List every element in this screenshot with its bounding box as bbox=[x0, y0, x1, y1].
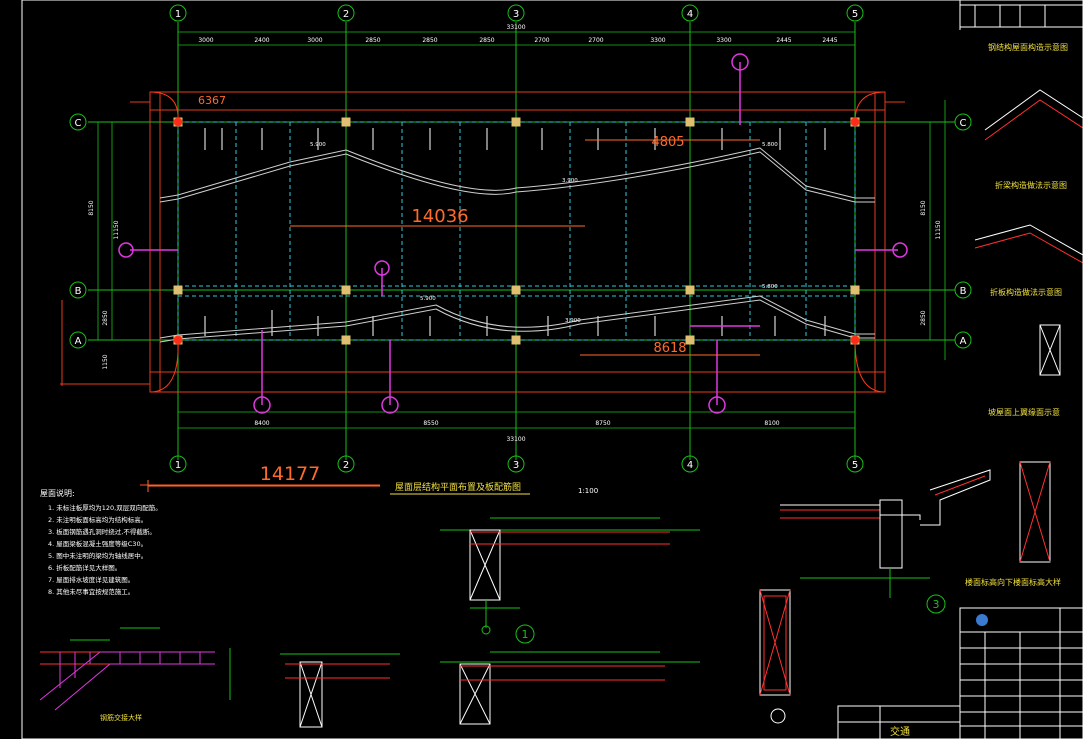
overall-width-left: 11150 bbox=[113, 220, 120, 239]
grid-col-label-5b: 5 bbox=[852, 460, 858, 471]
grid-col-label-2: 2 bbox=[343, 9, 349, 20]
overall-length-top: 33100 bbox=[506, 24, 525, 31]
notes-item-4: 4. 屋面梁板混凝土强度等级C30。 bbox=[48, 539, 147, 548]
section-detail-3 bbox=[780, 469, 991, 614]
elev-6: 3.900 bbox=[565, 318, 581, 324]
measure-left: 14177 bbox=[260, 463, 320, 485]
notes-heading: 屋面说明: bbox=[40, 488, 75, 498]
title-block bbox=[837, 607, 1083, 739]
dim-top-2: 2400 bbox=[254, 37, 269, 44]
section-ref-1: 1 bbox=[522, 628, 529, 641]
dim-top-5: 2850 bbox=[422, 37, 437, 44]
drawing-title-group: 屋面层结构平面布置及板配筋图 1:100 bbox=[390, 481, 598, 495]
dim-top-1: 3000 bbox=[198, 37, 213, 44]
grid-row-label-b-right: B bbox=[960, 286, 967, 297]
grid-col-label-4: 4 bbox=[687, 9, 693, 20]
overall-length-bottom: 33100 bbox=[506, 436, 525, 443]
dim-top-3: 3000 bbox=[307, 37, 322, 44]
dim-top-9: 3300 bbox=[650, 37, 665, 44]
dim-top-10: 3300 bbox=[716, 37, 731, 44]
notes-block: 屋面说明: 1. 未标注板厚均为120,双层双向配筋。 2. 未注明板面标高均为… bbox=[40, 488, 162, 596]
notes-item-3: 3. 板面钢筋遇孔洞时绕过,不得截断。 bbox=[48, 527, 156, 536]
beam-outlines bbox=[60, 91, 905, 486]
notes-item-7: 7. 屋面排水坡度详见建筑图。 bbox=[48, 575, 134, 584]
elev-5: 3.900 bbox=[562, 178, 578, 184]
section-detail-left-small bbox=[280, 653, 400, 728]
grid-col-label-1: 1 bbox=[175, 9, 181, 20]
right-title-3: 折板构造做法示意图 bbox=[990, 287, 1062, 297]
dim-top-4: 2850 bbox=[365, 37, 380, 44]
right-title-5: 楼面标高向下楼面标高大样 bbox=[965, 577, 1061, 587]
notes-item-6: 6. 折板配筋详见大样图。 bbox=[48, 563, 121, 572]
elev-2: 5.800 bbox=[762, 142, 778, 148]
dimension-text: 33100 3000 2400 3000 2850 2850 2850 2700… bbox=[88, 24, 942, 443]
grid-col-label-5: 5 bbox=[852, 9, 858, 20]
measure-long: 14036 bbox=[411, 206, 468, 227]
dim-top-12: 2445 bbox=[822, 37, 837, 44]
grid-row-label-c-right: C bbox=[960, 118, 967, 129]
grid-row-label-c: C bbox=[75, 118, 82, 129]
dimension-lines bbox=[97, 31, 946, 429]
company-logo-icon bbox=[976, 614, 988, 626]
grid-bubbles-top bbox=[69, 4, 972, 473]
dim-right-2: 2850 bbox=[920, 310, 927, 325]
dim-bottom-3: 8750 bbox=[595, 420, 610, 427]
dim-bottom-4: 8100 bbox=[764, 420, 779, 427]
drawing-title: 屋面层结构平面布置及板配筋图 bbox=[395, 481, 521, 493]
grid-col-label-4b: 4 bbox=[687, 460, 693, 471]
notes-item-1: 1. 未标注板厚均为120,双层双向配筋。 bbox=[48, 503, 162, 512]
dim-top-8: 2700 bbox=[588, 37, 603, 44]
section-detail-2 bbox=[440, 651, 700, 725]
section-ref-3: 3 bbox=[933, 598, 940, 611]
drawing-scale: 1:100 bbox=[578, 487, 598, 495]
notes-item-8: 8. 其他未尽事宜按规范施工。 bbox=[48, 587, 134, 596]
grid-lines bbox=[88, 22, 955, 460]
right-panel-details bbox=[959, 0, 1083, 563]
grid-bubble-labels: 1 2 3 4 5 1 2 3 4 5 C B A C B A bbox=[75, 9, 967, 471]
dim-left-3: 1150 bbox=[102, 354, 109, 369]
measure-small-a: 6367 bbox=[198, 94, 226, 107]
elev-3: 5.900 bbox=[420, 296, 436, 302]
roof-slab-curves bbox=[159, 147, 875, 343]
rebar-joint-title: 钢筋交接大样 bbox=[100, 713, 142, 722]
elev-1: 5.900 bbox=[310, 142, 326, 148]
grid-row-label-a-right: A bbox=[960, 336, 967, 347]
dim-left-1: 8150 bbox=[88, 200, 95, 215]
measure-small-b: 4805 bbox=[651, 135, 684, 150]
right-title-2: 折梁构造做法示意图 bbox=[995, 180, 1067, 190]
right-title-1: 钢结构屋面构造示意图 bbox=[988, 42, 1068, 52]
title-block-label: 交通 bbox=[890, 725, 910, 738]
drawing-frame bbox=[21, 0, 1083, 739]
dim-top-11: 2445 bbox=[776, 37, 791, 44]
dim-bottom-2: 8550 bbox=[423, 420, 438, 427]
column-detail bbox=[759, 589, 791, 724]
corner-details bbox=[149, 91, 886, 393]
overall-width-right: 11150 bbox=[935, 220, 942, 239]
grid-col-label-3: 3 bbox=[513, 9, 519, 20]
notes-item-5: 5. 图中未注明的梁均为轴线居中。 bbox=[48, 551, 147, 560]
section-detail-1 bbox=[440, 517, 700, 644]
rebar-joint-detail bbox=[39, 627, 231, 711]
grid-col-label-1b: 1 bbox=[175, 460, 181, 471]
rebar-marks-top bbox=[204, 128, 826, 336]
notes-item-2: 2. 未注明板面标高均为结构标高。 bbox=[48, 515, 147, 524]
grid-row-label-b: B bbox=[75, 286, 82, 297]
grid-col-label-2b: 2 bbox=[343, 460, 349, 471]
grid-col-label-3b: 3 bbox=[513, 460, 519, 471]
elevation-labels: 5.900 5.800 5.900 5.800 3.900 3.900 bbox=[310, 142, 778, 324]
measure-lines bbox=[147, 139, 760, 492]
dim-left-2: 2850 bbox=[102, 310, 109, 325]
measure-text: 14036 14177 6367 4805 8618 bbox=[198, 94, 687, 485]
elev-4: 5.800 bbox=[762, 284, 778, 290]
measure-small-c: 8618 bbox=[653, 341, 686, 356]
grid-row-label-a: A bbox=[75, 336, 82, 347]
dim-right-1: 8150 bbox=[920, 200, 927, 215]
dim-top-6: 2850 bbox=[479, 37, 494, 44]
right-panel-titles: 钢结构屋面构造示意图 折梁构造做法示意图 折板构造做法示意图 坡屋面上翼缘面示意… bbox=[965, 42, 1068, 587]
section-markers bbox=[118, 53, 908, 414]
right-title-4: 坡屋面上翼缘面示意 bbox=[988, 407, 1060, 417]
dim-bottom-1: 8400 bbox=[254, 420, 269, 427]
dim-top-7: 2700 bbox=[534, 37, 549, 44]
